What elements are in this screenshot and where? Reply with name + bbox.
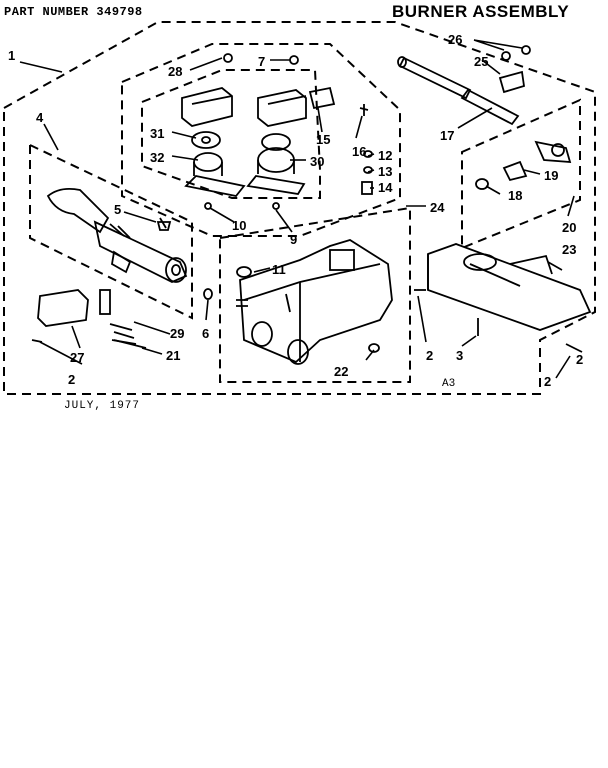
callout-32: 32 bbox=[150, 150, 164, 165]
callout-10: 10 bbox=[232, 218, 246, 233]
callout-2: 2 bbox=[68, 372, 75, 387]
callout-labels: 1 2 2 2 3 4 5 6 7 9 10 11 12 13 14 15 16… bbox=[8, 32, 583, 389]
valve-group-boundary bbox=[121, 43, 401, 237]
fasteners-top bbox=[204, 53, 373, 210]
burner-tube-group-boundary bbox=[29, 143, 193, 320]
burner-tube bbox=[46, 187, 188, 283]
callout-19: 19 bbox=[544, 168, 558, 183]
callout-24: 24 bbox=[430, 200, 445, 215]
callout-6: 6 bbox=[202, 326, 209, 341]
solenoid-coil-left bbox=[181, 87, 246, 197]
diagram-date: JULY, 1977 bbox=[64, 400, 141, 412]
callout-2: 2 bbox=[544, 374, 551, 389]
callout-27: 27 bbox=[70, 350, 84, 365]
igniter-group-boundary bbox=[461, 98, 581, 250]
callout-29: 29 bbox=[170, 326, 184, 341]
assembly-outlines bbox=[3, 21, 596, 395]
screw-5 bbox=[156, 217, 172, 231]
callout-21: 21 bbox=[166, 348, 180, 363]
callout-17: 17 bbox=[440, 128, 454, 143]
callout-28: 28 bbox=[168, 64, 182, 79]
valve-body-group-boundary bbox=[219, 206, 411, 383]
leader-lines bbox=[19, 39, 575, 379]
callout-23: 23 bbox=[562, 242, 576, 257]
callout-9: 9 bbox=[290, 232, 297, 247]
callout-26: 26 bbox=[448, 32, 462, 47]
callout-11: 11 bbox=[272, 262, 286, 277]
callout-5: 5 bbox=[114, 202, 121, 217]
parts-art bbox=[31, 45, 592, 365]
callout-20: 20 bbox=[562, 220, 576, 235]
callout-25: 25 bbox=[474, 54, 488, 69]
mounting-bracket bbox=[414, 243, 592, 353]
callout-1: 1 bbox=[8, 48, 15, 63]
gas-valve-body bbox=[236, 239, 393, 365]
callout-7: 7 bbox=[258, 54, 265, 69]
callout-14: 14 bbox=[378, 180, 393, 195]
callout-13: 13 bbox=[378, 164, 392, 179]
solenoid-boundary bbox=[141, 69, 321, 199]
fasteners-left bbox=[31, 288, 213, 349]
callout-18: 18 bbox=[508, 188, 522, 203]
callout-31: 31 bbox=[150, 126, 164, 141]
diagram-title: BURNER ASSEMBLY bbox=[392, 2, 570, 21]
igniter-assembly bbox=[475, 140, 572, 190]
section-code: A3 bbox=[442, 378, 456, 390]
callout-4: 4 bbox=[36, 110, 44, 125]
solenoid-coil-right bbox=[246, 86, 336, 195]
callout-30: 30 bbox=[310, 154, 324, 169]
callout-2: 2 bbox=[426, 348, 433, 363]
callout-3: 3 bbox=[456, 348, 463, 363]
callout-2: 2 bbox=[576, 352, 583, 367]
part-number: PART NUMBER 349798 bbox=[4, 5, 143, 19]
igniter-rod bbox=[397, 45, 531, 126]
outer-boundary bbox=[3, 21, 596, 395]
callout-16: 16 bbox=[352, 144, 366, 159]
callout-22: 22 bbox=[334, 364, 348, 379]
callout-15: 15 bbox=[316, 132, 330, 147]
terminal-15 bbox=[308, 86, 336, 110]
callout-12: 12 bbox=[378, 148, 392, 163]
